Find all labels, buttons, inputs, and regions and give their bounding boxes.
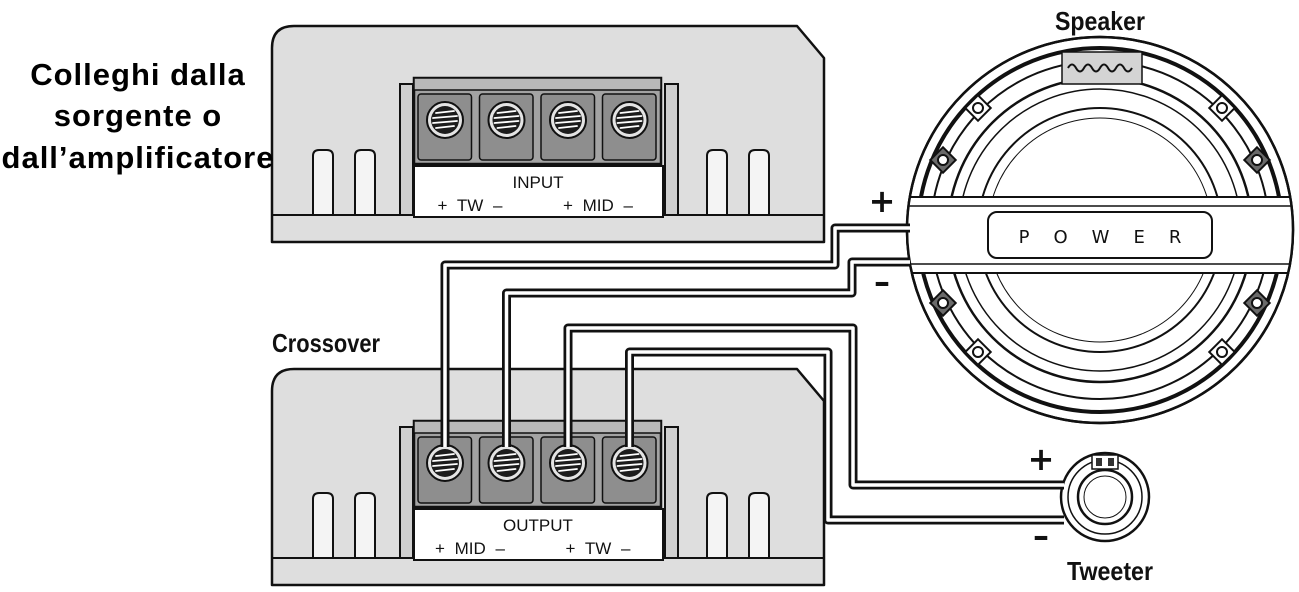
input-mid-polarity: + MID –: [563, 196, 634, 215]
speaker: POWER: [905, 35, 1295, 425]
cooling-fin: [312, 149, 334, 216]
input-housing: INPUT + TW – + MID –: [270, 24, 826, 244]
output-tw-polarity: + TW –: [566, 539, 631, 558]
output-mid-polarity: + MID –: [435, 539, 506, 558]
speaker-plus-sign: +: [869, 182, 896, 220]
screw-terminal-mid-minus: [478, 436, 534, 504]
screw-terminal-tw-plus: [540, 436, 596, 504]
screw-terminal-mid-plus: [540, 93, 596, 161]
left-bracket: [399, 426, 414, 559]
screw-terminal-tw-plus: [417, 93, 473, 161]
terminal-block: [412, 76, 663, 166]
output-label-box: OUTPUT + MID – + TW –: [413, 508, 664, 561]
source-label-line-1: Colleghi dalla: [30, 57, 246, 92]
brand-logo: [1061, 51, 1143, 85]
source-label-line-3: dall’amplificatore: [2, 140, 275, 175]
crossover-label: Crossover: [272, 328, 380, 358]
input-title: INPUT: [513, 173, 564, 192]
mounting-bolt: [963, 93, 993, 123]
output-title: OUTPUT: [503, 516, 573, 535]
mounting-bolt: [1207, 337, 1237, 367]
power-badge: POWER: [987, 211, 1213, 259]
mounting-bolt: [1207, 93, 1237, 123]
crossover-housing: OUTPUT + MID – + TW –: [270, 367, 826, 587]
tweeter-label: Tweeter: [1067, 556, 1153, 586]
screw-terminal-tw-minus: [478, 93, 534, 161]
cooling-fin: [354, 492, 376, 559]
source-label: Colleghi dalla sorgente o dall’amplifica…: [2, 57, 275, 175]
tweeter-minus-sign: –: [1033, 517, 1049, 555]
tweeter-plus-sign: +: [1028, 440, 1055, 478]
terminal-block: [412, 419, 663, 509]
brand-text: POWER: [1019, 227, 1206, 248]
tweeter-terminal: [1091, 454, 1119, 470]
source-label-line-2: sorgente o: [54, 98, 222, 133]
cooling-fin: [748, 492, 770, 559]
mounting-bolt: [928, 288, 958, 318]
tweeter: [1059, 451, 1151, 543]
screw-terminal-mid-plus: [417, 436, 473, 504]
screw-terminal-mid-minus: [601, 93, 657, 161]
right-bracket: [664, 426, 679, 559]
mounting-bolt: [1242, 288, 1272, 318]
right-bracket: [664, 83, 679, 216]
mounting-bolt: [1242, 145, 1272, 175]
cooling-fin: [748, 149, 770, 216]
wire-tw-minus: [625, 347, 1064, 525]
speaker-minus-sign: –: [874, 263, 890, 301]
wire-tw-plus: [563, 323, 1064, 490]
cooling-fin: [354, 149, 376, 216]
cooling-fin: [706, 149, 728, 216]
left-bracket: [399, 83, 414, 216]
cooling-fin: [312, 492, 334, 559]
mounting-bolt: [928, 145, 958, 175]
speaker-label: Speaker: [1055, 6, 1145, 36]
wire-mid-minus: [502, 257, 910, 447]
cooling-fin: [706, 492, 728, 559]
wire-mid-plus: [440, 223, 910, 447]
mounting-bolt: [963, 337, 993, 367]
input-tw-polarity: + TW –: [438, 196, 503, 215]
input-label-box: INPUT + TW – + MID –: [413, 165, 664, 218]
